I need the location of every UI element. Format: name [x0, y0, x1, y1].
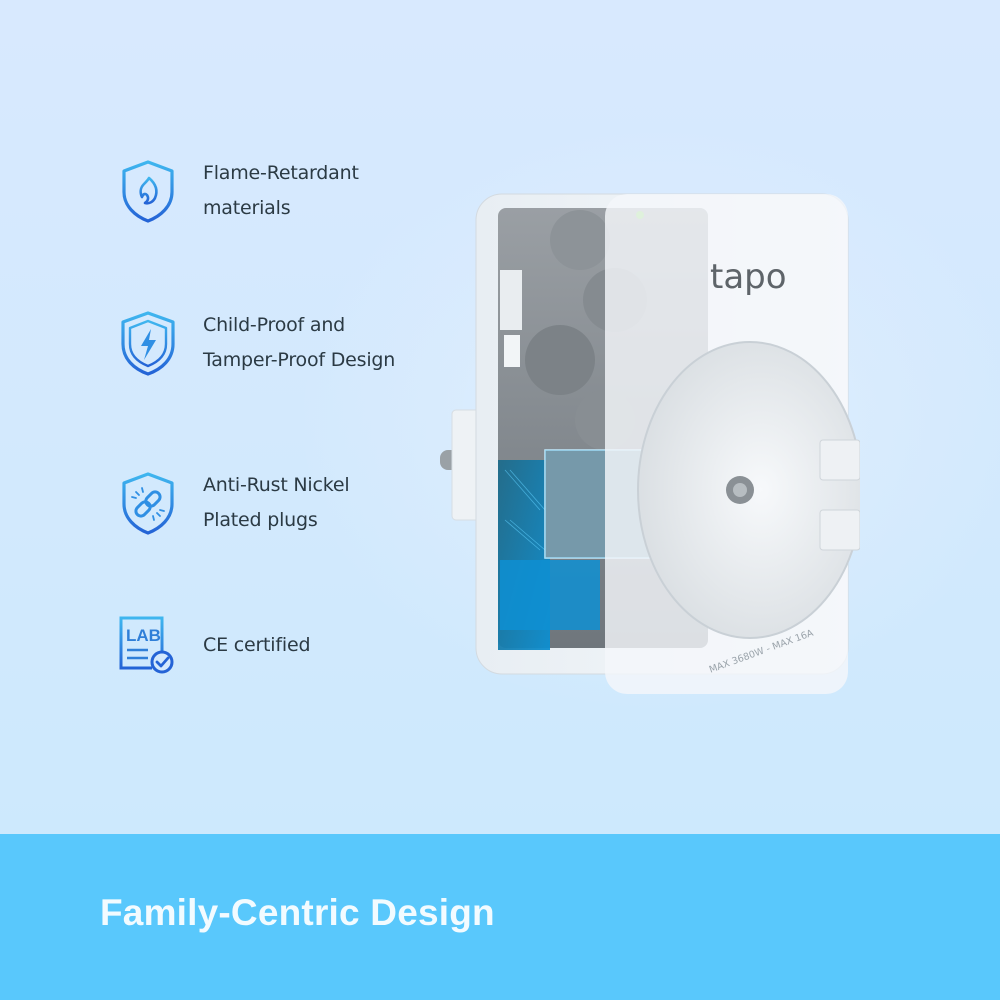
shield-chain-link-icon: [122, 472, 174, 535]
lab-certificate-check-icon: LAB: [119, 616, 174, 674]
feature-child-proof: Child-Proof and Tamper-Proof Design: [118, 308, 395, 378]
feature-anti-rust: Anti-Rust Nickel Plated plugs: [118, 468, 350, 538]
feature-label: Flame-Retardant materials: [203, 162, 359, 219]
feature-label: Anti-Rust Nickel Plated plugs: [203, 474, 350, 531]
banner-title: Family-Centric Design: [100, 892, 495, 933]
hero-section: Flame-Retardant materials Child-Proof an…: [0, 0, 1000, 834]
feature-ce-certified: LAB CE certified: [118, 612, 311, 678]
bottom-banner: Family-Centric Design: [0, 834, 1000, 1000]
feature-flame-retardant: Flame-Retardant materials: [118, 156, 359, 226]
brand-logo: tapo: [710, 257, 787, 297]
feature-label: Child-Proof and Tamper-Proof Design: [203, 314, 396, 371]
smart-plug-product-image: tapo MAX 3680W - MAX 16A: [440, 193, 860, 694]
svg-text:LAB: LAB: [126, 626, 161, 645]
shield-flame-icon: [122, 160, 174, 223]
shield-lightning-icon: [121, 311, 175, 376]
feature-label: CE certified: [203, 633, 311, 656]
